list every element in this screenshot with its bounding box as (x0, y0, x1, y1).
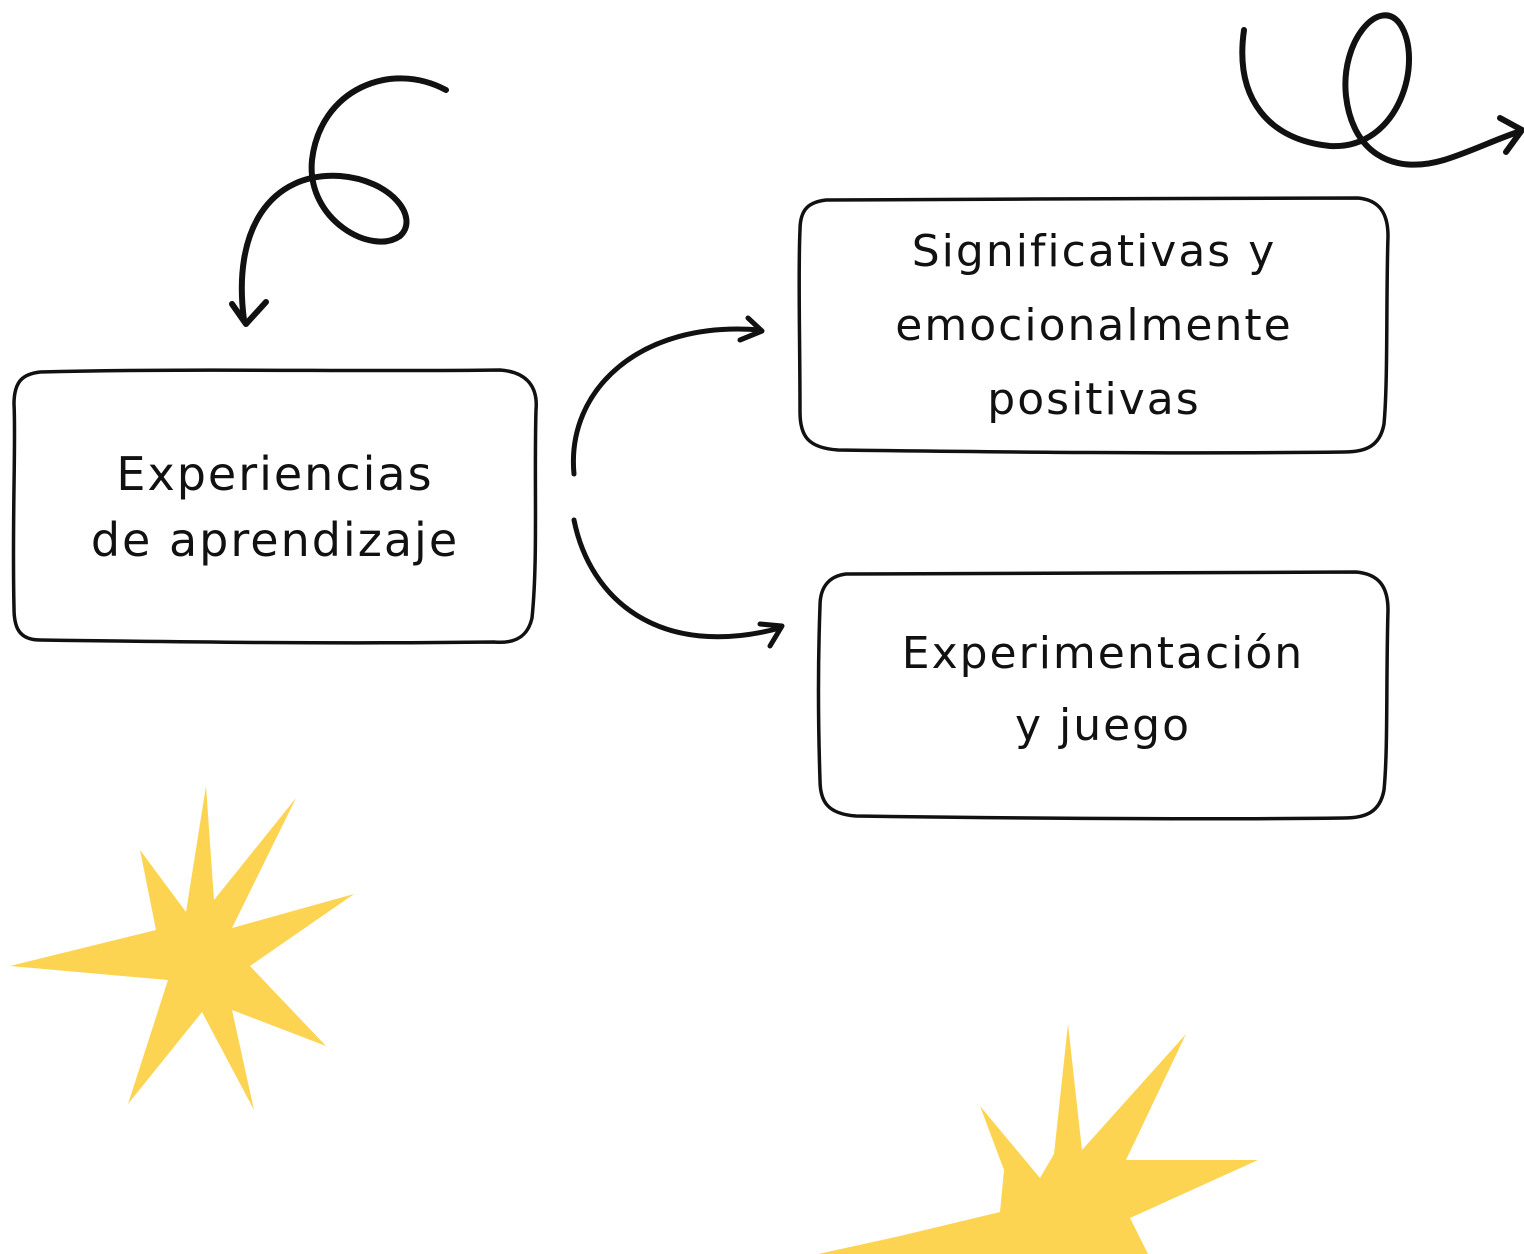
node-top-line-1: Significativas y (911, 226, 1277, 277)
node-experiencias: Experiencias de aprendizaje (14, 372, 536, 642)
spiral-arrow-head (229, 299, 269, 327)
node-significativas: Significativas y emocionalmente positiva… (800, 200, 1388, 452)
node-top-line-2: emocionalmente (895, 300, 1293, 351)
node-bottom-line-2: y juego (1014, 700, 1192, 751)
box-top-border (797, 196, 1390, 455)
loop-arrow-head (1497, 115, 1524, 155)
node-main-line-2: de aprendizaje (90, 513, 460, 567)
star-icon (10, 786, 354, 1110)
arrow-to-top-head (737, 315, 765, 343)
node-experimentacion: Experimentación y juego (818, 574, 1388, 818)
arrow-to-bottom (571, 517, 783, 640)
box-main-border (11, 368, 538, 645)
star-icon (818, 1024, 1258, 1254)
arrow-to-top (570, 326, 763, 477)
spiral-arrow-icon (238, 75, 449, 323)
arrow-to-bottom-head (757, 621, 785, 649)
loop-arrow-icon (1239, 12, 1521, 168)
node-top-line-3: positivas (987, 374, 1201, 425)
box-bottom-border (816, 570, 1390, 821)
node-bottom-line-1: Experimentación (901, 628, 1305, 679)
node-main-line-1: Experiencias (116, 447, 434, 501)
